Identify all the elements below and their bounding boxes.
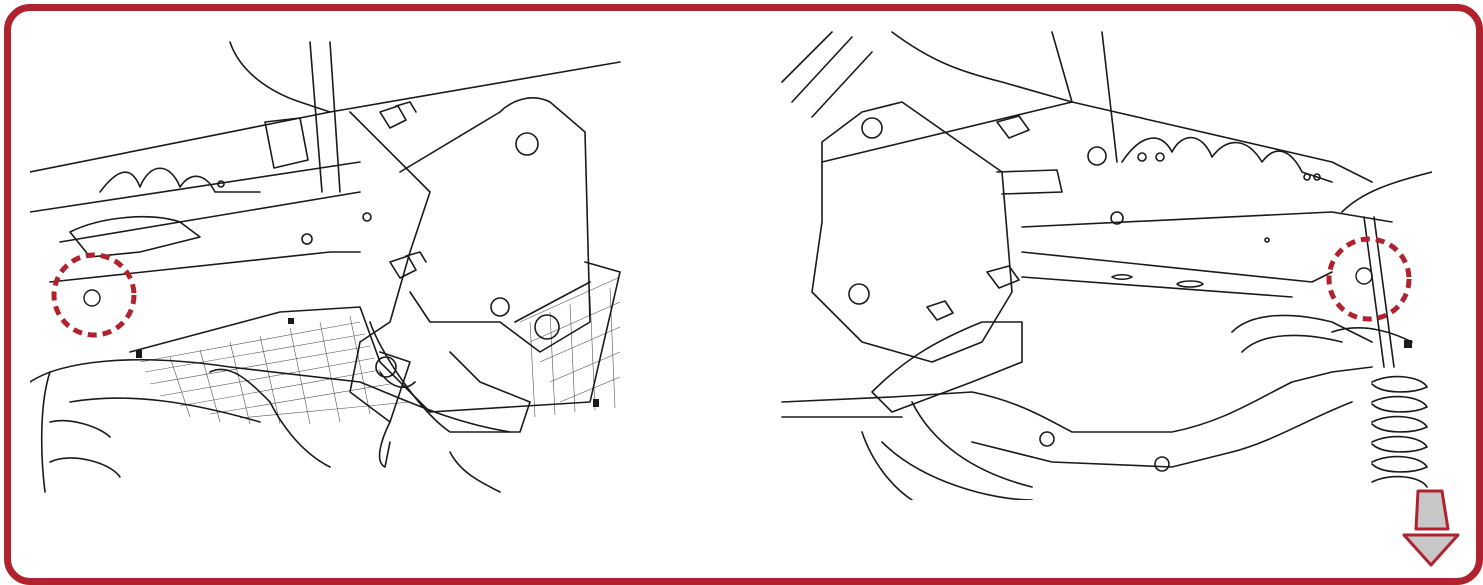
underbody-suspension-drawing	[781, 31, 1432, 500]
underbody-bracket-drawing	[30, 41, 621, 493]
left-illustration	[30, 22, 640, 500]
highlight-circle	[51, 252, 137, 338]
down-arrow-icon[interactable]	[1398, 489, 1464, 573]
right-illustration	[772, 22, 1432, 500]
highlight-circle	[1326, 236, 1412, 322]
